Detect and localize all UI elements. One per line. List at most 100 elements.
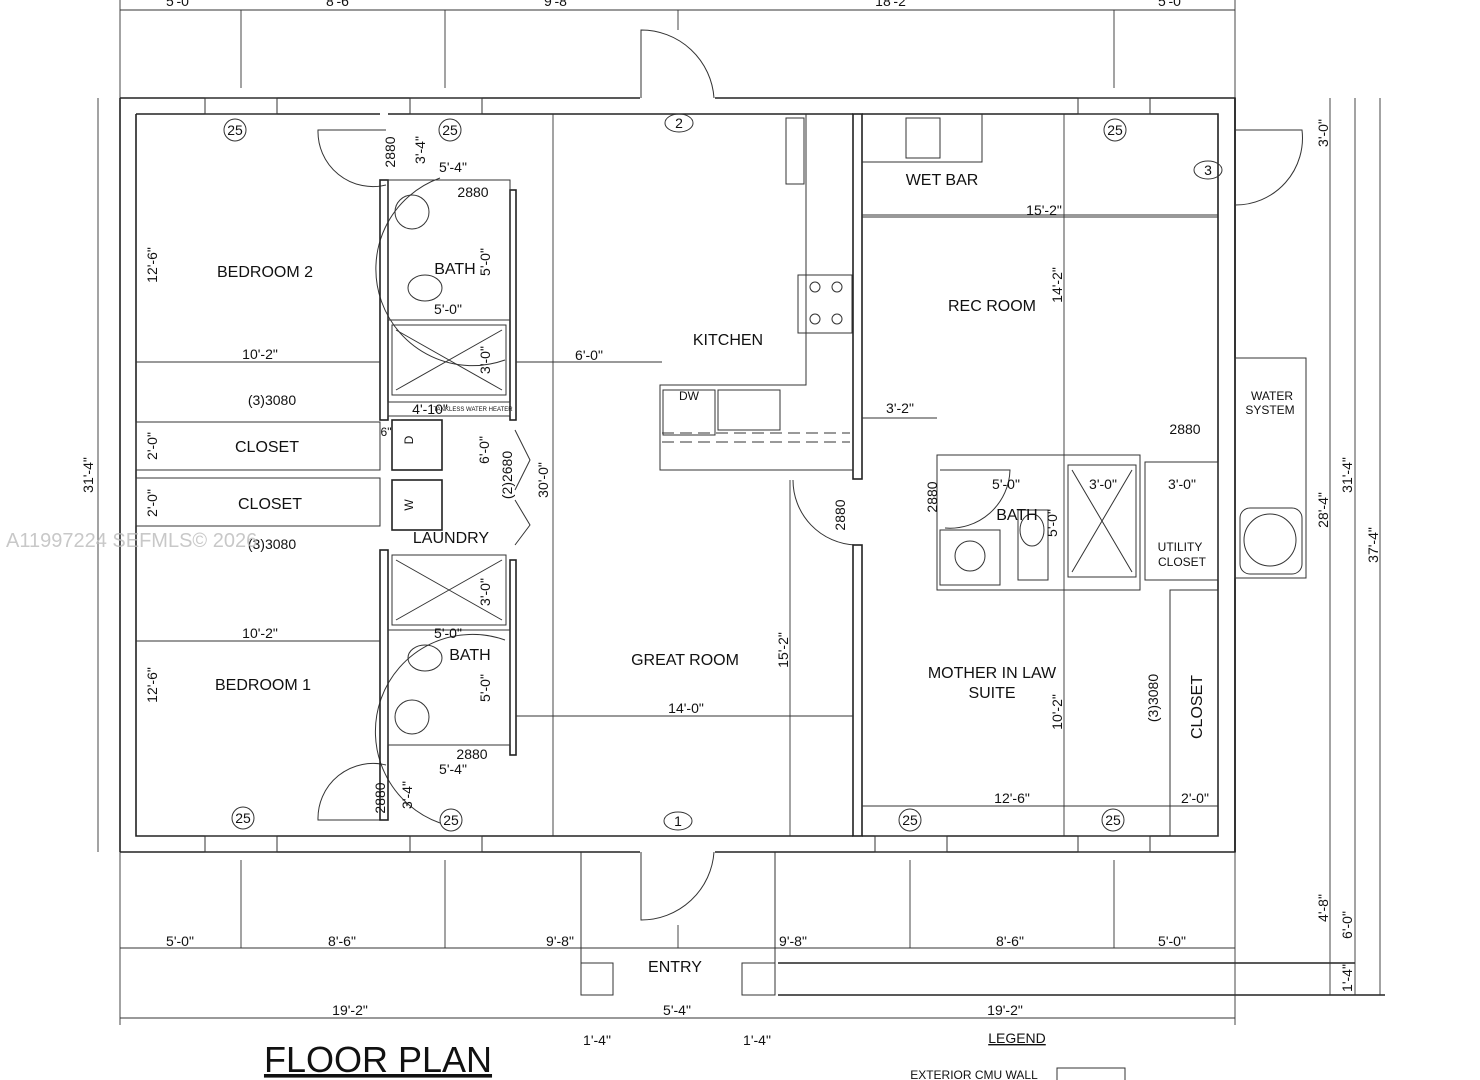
dimension-text: 6'-0": [575, 347, 603, 363]
dishwasher-label: DW: [679, 389, 700, 403]
room-label: BEDROOM 2: [217, 264, 313, 281]
dimension-text: (2)2680: [499, 451, 515, 499]
dimension-text: 5'-0": [434, 301, 462, 317]
legend: LEGEND EXTERIOR CMU WALL: [910, 1030, 1126, 1080]
dimension-text: 9'-8": [779, 933, 807, 949]
dimension-text: 2: [675, 115, 683, 131]
dimension-text: 3'-0": [1089, 476, 1117, 492]
dimension-text: 5'-0": [1158, 933, 1186, 949]
dimension-text: 3'-2": [886, 400, 914, 416]
room-label: BATH: [449, 647, 490, 664]
room-label: SUITE: [968, 685, 1015, 702]
dimension-text: 3'-0": [477, 578, 493, 606]
dimension-text: 3'-0": [477, 346, 493, 374]
dimension-text: 12'-6": [144, 667, 160, 703]
dimension-labels: 5'-0" 8'-6" 9'-8" 9'-8" 8'-6" 5'-0" 19'-…: [80, 114, 1381, 1048]
dimension-text: 6": [381, 425, 392, 439]
dim-text: 5'-0": [1158, 0, 1186, 9]
doors: [317, 29, 1303, 921]
dimension-text: 5'-0": [477, 248, 493, 276]
dimension-text: (3)3080: [248, 392, 296, 408]
window-tags: 25 25 25 25 25 25 25: [223, 118, 1127, 832]
room-label: ENTRY: [648, 959, 702, 976]
dimension-text: 1'-4": [1339, 964, 1355, 992]
dim-text: 18'-2": [875, 0, 911, 9]
dimension-text: 25: [902, 812, 918, 828]
dimension-text: 5'-0": [992, 476, 1020, 492]
legend-heading: LEGEND: [988, 1030, 1046, 1046]
dimension-text: (3)3080: [1145, 674, 1161, 722]
door-tags: 1 2 3: [663, 113, 1223, 831]
room-label: UTILITY: [1158, 540, 1203, 554]
dimension-text: 9'-8": [546, 933, 574, 949]
dim-text: 8'-6": [326, 0, 354, 9]
dimension-text: 3'-0": [1315, 119, 1331, 147]
dimension-text: 14'-2": [1049, 267, 1065, 303]
dimension-text: 2'-0": [1181, 790, 1209, 806]
room-label: CLOSET: [238, 496, 302, 513]
dimension-text: 5'-0": [166, 933, 194, 949]
room-label: MOTHER IN LAW: [928, 665, 1057, 682]
dimension-text: 4'-8": [1315, 894, 1331, 922]
dimension-text: 30'-0": [535, 462, 551, 498]
dimension-text: 8'-6": [328, 933, 356, 949]
dimension-text: 8'-6": [996, 933, 1024, 949]
dimension-text: 2880: [924, 481, 940, 512]
room-label: SYSTEM: [1245, 403, 1294, 417]
legend-item: EXTERIOR CMU WALL: [910, 1068, 1038, 1080]
dimension-text: 3'-0": [1168, 476, 1196, 492]
dimension-text: 4'-10": [412, 401, 448, 417]
dimension-text: 10'-2": [242, 346, 278, 362]
dim-text: 5'-0": [166, 0, 194, 9]
dimension-text: 31'-4": [1339, 457, 1355, 493]
top-dimensions: 5'-0" 8'-6" 9'-8" 18'-2" 5'-0": [119, 0, 1236, 98]
dimension-text: 2'-0": [144, 432, 160, 460]
room-label: CLOSET: [1189, 675, 1206, 739]
dimension-text: 5'-0": [477, 674, 493, 702]
interior-walls: [135, 113, 1307, 837]
dimension-text: 2880: [1169, 421, 1200, 437]
dimension-text: 1'-4": [583, 1032, 611, 1048]
dimension-text: 1'-4": [743, 1032, 771, 1048]
dimension-text: 10'-2": [1049, 694, 1065, 730]
dimension-text: 2880: [372, 782, 388, 813]
dimension-text: 37'-4": [1365, 527, 1381, 563]
dimension-text: 2'-0": [144, 489, 160, 517]
room-label: REC ROOM: [948, 298, 1036, 315]
dimension-text: 15'-2": [775, 632, 791, 668]
dimension-text: 19'-2": [987, 1002, 1023, 1018]
room-label: GREAT ROOM: [631, 652, 739, 669]
dimension-text: 2880: [457, 184, 488, 200]
dimension-text: 12'-6": [994, 790, 1030, 806]
dimension-text: 12'-6": [144, 247, 160, 283]
dimension-text: 3: [1204, 162, 1212, 178]
room-labels: BEDROOM 2 BEDROOM 1 BATH BATH BATH CLOSE…: [215, 172, 1295, 976]
washer-label: W: [402, 499, 416, 511]
dimension-text: 1: [674, 813, 682, 829]
dimension-text: 5'-4": [663, 1002, 691, 1018]
dimension-text: 3'-4": [399, 781, 415, 809]
dimension-text: 25: [1105, 812, 1121, 828]
dimension-text: 25: [227, 122, 243, 138]
room-label: CLOSET: [1158, 555, 1207, 569]
dim-text: 9'-8": [544, 0, 572, 9]
dimension-text: 25: [235, 810, 251, 826]
room-label: KITCHEN: [693, 332, 763, 349]
dimension-text: 25: [443, 812, 459, 828]
room-label: BEDROOM 1: [215, 677, 311, 694]
dimension-text: 14'-0": [668, 700, 704, 716]
dimension-text: 5'-0": [1044, 509, 1060, 537]
dimension-text: 10'-2": [242, 625, 278, 641]
room-label: BATH: [996, 507, 1037, 524]
dimension-text: 25: [1107, 122, 1123, 138]
dimension-text: 31'-4": [80, 457, 96, 493]
legend-swatch: [1056, 1067, 1126, 1080]
room-label: BATH: [434, 261, 475, 278]
dryer-label: D: [402, 435, 416, 444]
windows: [204, 97, 1151, 853]
room-label: CLOSET: [235, 439, 299, 456]
bottom-dimensions: [97, 98, 1385, 1025]
dimension-text: 5'-4": [439, 761, 467, 777]
dimension-text: 6'-0": [1339, 911, 1355, 939]
